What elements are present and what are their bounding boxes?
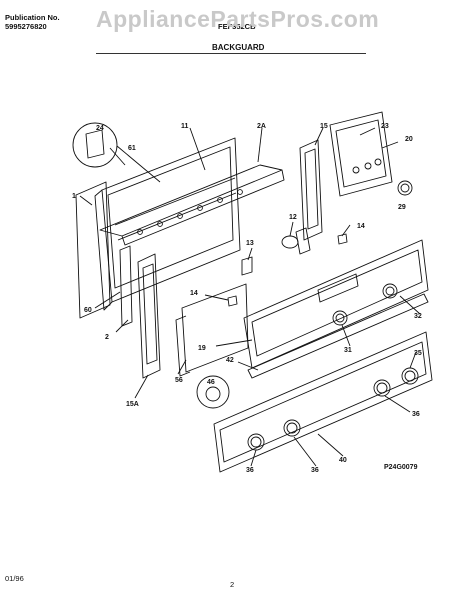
control-knob: [382, 283, 398, 299]
callout-14-b: 14: [190, 290, 198, 297]
callout-61: 61: [128, 145, 136, 152]
callout-60: 60: [84, 307, 92, 314]
callout-13: 13: [246, 240, 254, 247]
top-trim: [99, 164, 283, 237]
callout-31: 31: [344, 347, 352, 354]
switch-detail-circle: [72, 122, 118, 168]
callout-14: 14: [357, 223, 365, 230]
callout-11: 11: [181, 123, 189, 130]
callout-46: 46: [207, 379, 215, 386]
footer-page: 2: [230, 580, 235, 589]
manifold-knobs: [247, 367, 419, 451]
trim-strip: [247, 293, 429, 379]
watermark-text: AppliancePartsPros.com: [96, 6, 380, 32]
callout-15A: 15A: [126, 401, 139, 408]
callout-15: 15: [320, 123, 328, 130]
callout-36-b: 36: [246, 467, 254, 474]
left-end-cap: [137, 253, 161, 379]
publication-label: Publication No.: [5, 13, 60, 22]
callout-2A: 2A: [257, 123, 266, 130]
callout-1: 1: [72, 193, 76, 200]
backguard-frame: [101, 137, 241, 303]
manifold-panel: [213, 331, 433, 473]
clock-knob: [397, 180, 413, 196]
callout-23: 23: [381, 123, 389, 130]
selector-switch: [281, 235, 299, 249]
callout-42: 42: [226, 357, 234, 364]
callout-36: 36: [412, 411, 420, 418]
footer-date: 01/96: [5, 574, 24, 583]
control-panel: [243, 239, 429, 369]
callout-20: 20: [405, 136, 413, 143]
callout-35: 35: [414, 350, 422, 357]
callout-24: 24: [96, 125, 104, 132]
callout-2: 2: [105, 334, 109, 341]
callout-32: 32: [414, 313, 422, 320]
callout-19: 19: [198, 345, 206, 352]
callout-36-c: 36: [311, 467, 319, 474]
right-end-cap: [299, 139, 323, 241]
clock-module: [329, 111, 393, 197]
callout-56: 56: [175, 377, 183, 384]
section-title: BACKGUARD: [212, 43, 265, 52]
model-number: FEF352CB: [218, 22, 256, 31]
callout-12: 12: [289, 214, 297, 221]
publication-number: 5995276820: [5, 22, 47, 31]
control-knob: [332, 310, 348, 326]
figure-code: P24G0079: [384, 464, 418, 471]
trim-holes: [137, 189, 243, 235]
knob-detail-circle: [196, 375, 230, 409]
inner-shield: [181, 283, 249, 373]
rear-panel: [75, 181, 111, 319]
callout-29: 29: [398, 204, 406, 211]
part-callouts: 24 61 11 2A 15 23 20 1 29 12 14 13 14 60…: [72, 123, 422, 474]
callout-40: 40: [339, 457, 347, 464]
title-rule: [96, 53, 366, 54]
